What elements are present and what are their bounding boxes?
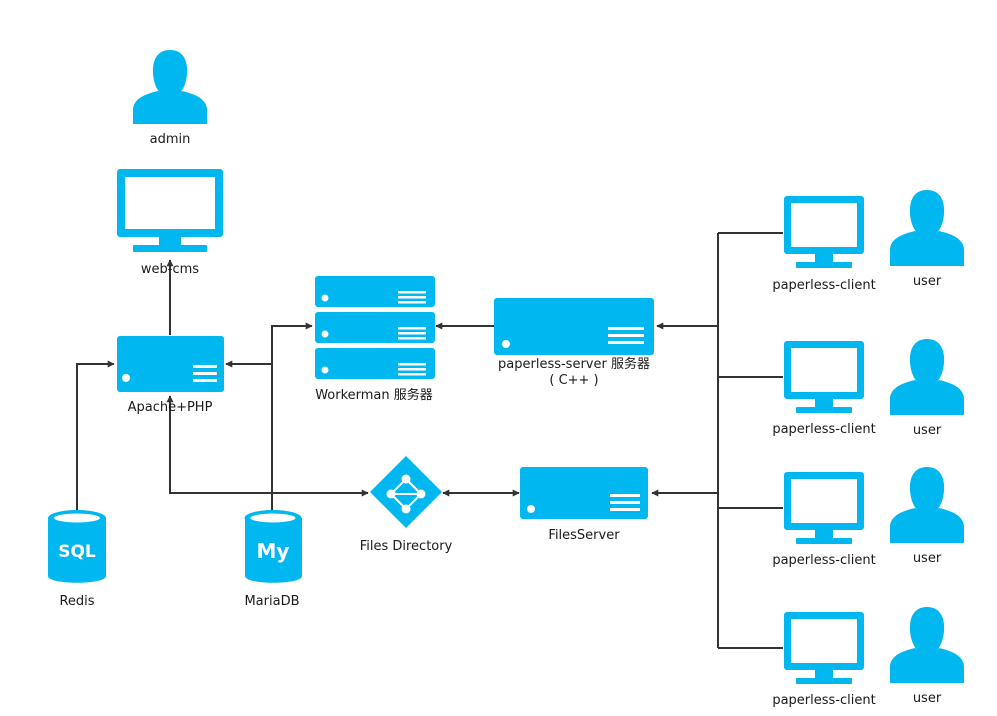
monitor-icon: [784, 341, 864, 413]
redis-label: Redis: [59, 594, 94, 609]
network-folder-icon: [370, 456, 442, 528]
server-icon: [117, 336, 224, 392]
user-icon: [890, 607, 964, 683]
client-label-3: paperless-client: [772, 553, 875, 568]
user-icon: [890, 190, 964, 266]
user-label-4: user: [913, 691, 942, 706]
redis-badge: SQL: [58, 542, 96, 562]
mariadb-badge: My: [257, 539, 290, 563]
client-label-4: paperless-client: [772, 693, 875, 708]
web-cms-label: web-cms: [141, 262, 199, 277]
workerman-label: Workerman 服务器: [315, 387, 433, 403]
user-icon: [890, 339, 964, 415]
user-label-1: user: [913, 274, 942, 289]
admin-label: admin: [150, 132, 191, 147]
server-icon: [520, 467, 648, 519]
mariadb-label: MariaDB: [244, 594, 299, 609]
edge-apache-filesdir: [166, 395, 369, 497]
user-icon: [133, 50, 207, 124]
files-directory-label: Files Directory: [360, 539, 453, 554]
database-icon: My: [244, 510, 302, 583]
server-icon: [494, 298, 654, 355]
monitor-icon: [117, 169, 223, 252]
paperless-server-label: paperless-server 服务器: [498, 356, 650, 372]
files-server-label: FilesServer: [548, 528, 620, 543]
apache-php-label: Apache+PHP: [128, 400, 213, 415]
edge-redis-apache: [76, 360, 115, 512]
monitor-icon: [784, 612, 864, 684]
database-icon: SQL: [48, 510, 106, 583]
monitor-icon: [784, 472, 864, 544]
monitor-icon: [784, 196, 864, 268]
server-stack-icon: [315, 276, 435, 379]
user-label-3: user: [913, 551, 942, 566]
user-label-2: user: [913, 423, 942, 438]
connectors: [76, 232, 783, 649]
client-label-1: paperless-client: [772, 278, 875, 293]
user-icon: [890, 467, 964, 543]
paperless-server-sublabel: ( C++ ): [549, 373, 598, 388]
client-label-2: paperless-client: [772, 422, 875, 437]
edge-mariadb-workerman: [271, 322, 313, 512]
